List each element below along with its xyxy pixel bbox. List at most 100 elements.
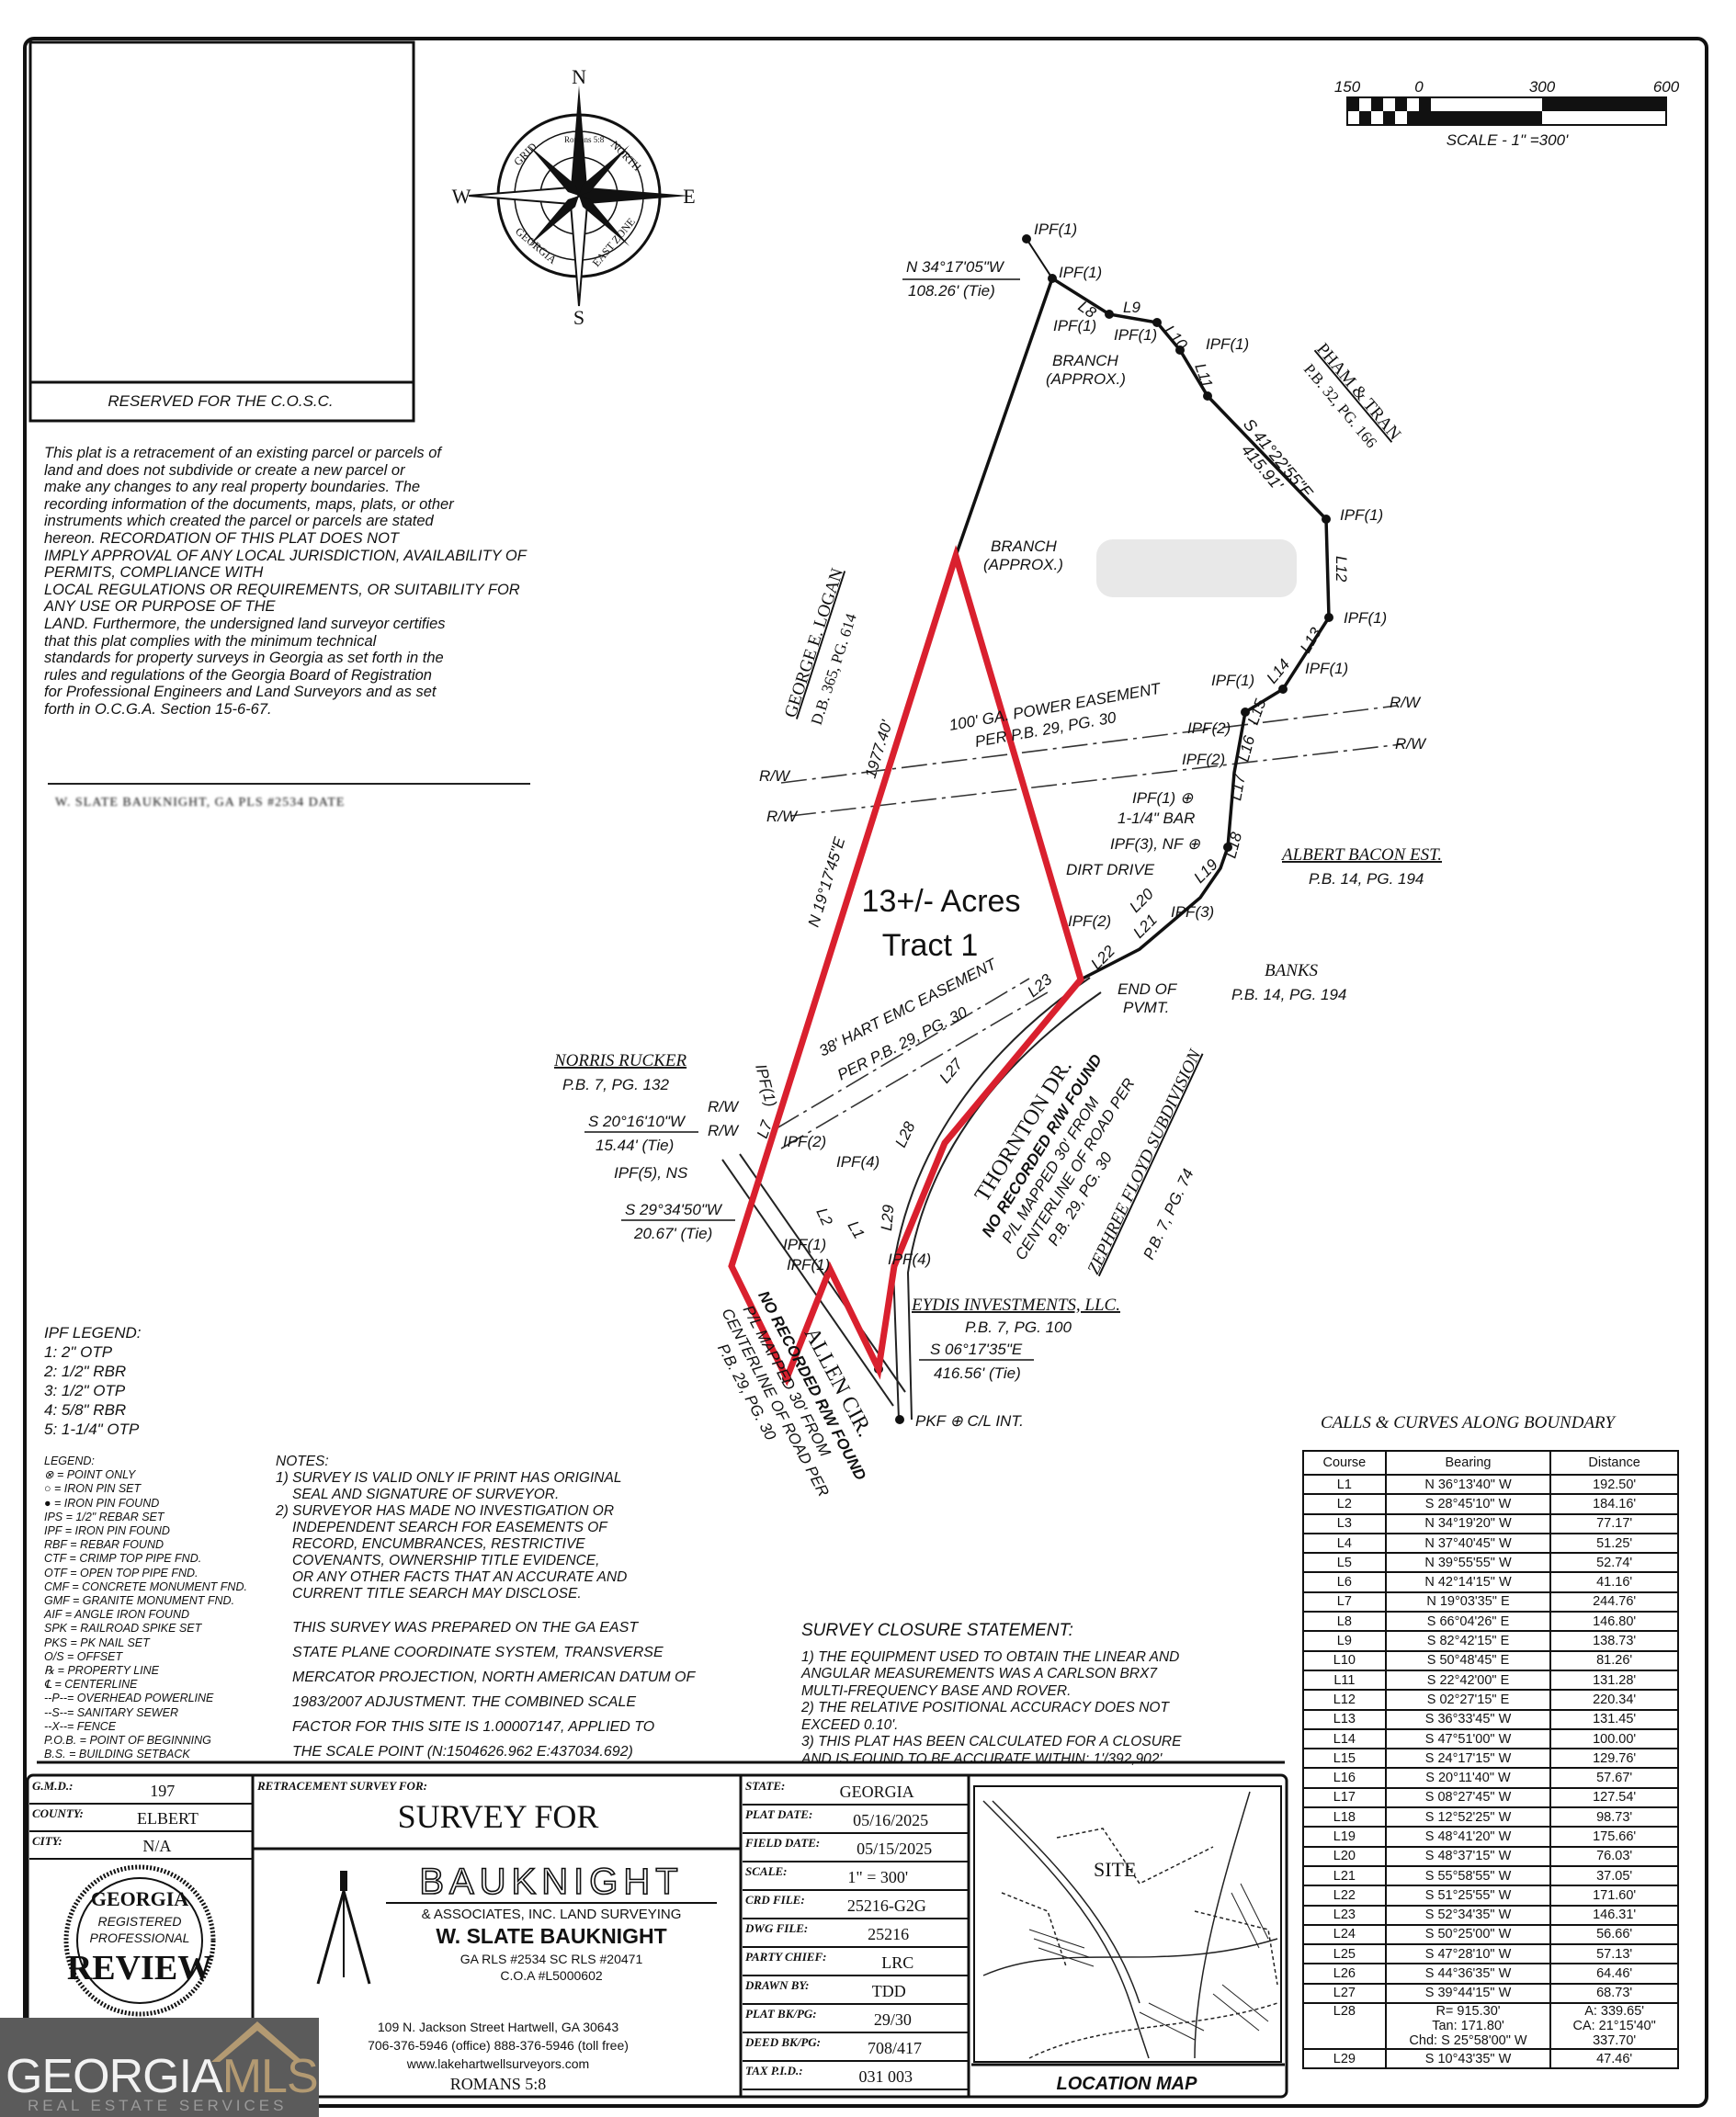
adjoiner-bacon-ref: P.B. 14, PG. 194 [1309, 870, 1424, 888]
cert-line: recording information of the documents, … [44, 495, 454, 513]
distance-cell: 192.50' [1549, 1473, 1679, 1496]
field-label: DRAWN BY: [745, 1978, 810, 1992]
bearing-cell: N 36°13'40" W [1384, 1473, 1552, 1496]
bearing-cell: S 10°43'35" W [1384, 2048, 1552, 2070]
cert-line: rules and regulations of the Georgia Boa… [44, 666, 432, 684]
cert-line: IMPLY APPROVAL OF ANY LOCAL JURISDICTION… [44, 547, 527, 564]
ipf-label: IPF(2) [1182, 751, 1225, 768]
distance-cell: 81.26' [1549, 1649, 1679, 1671]
ipf-legend: IPF LEGEND: 1: 2" OTP 2: 1/2" RBR 3: 1/2… [44, 1323, 142, 1439]
distance-cell: 129.76' [1549, 1748, 1679, 1770]
bearing-cell: S 48°37'15" W [1384, 1845, 1552, 1867]
curve-chord-bearing: Chd: S 25°58'00" W [1409, 2033, 1527, 2049]
surveyor-name: W. SLATE BAUKNIGHT [436, 1924, 667, 1948]
compass-east-zone: EAST ZONE [590, 215, 638, 269]
end-of-pavement-label: END OF [1118, 980, 1178, 998]
rw-label: R/W [766, 808, 799, 825]
course-cell: L3 [1302, 1512, 1387, 1534]
course-cell: L27 [1302, 1982, 1387, 2005]
tie3-bearing: S 29°34'50"W [625, 1201, 723, 1218]
survey-title-area: RETRACEMENT SURVEY FOR: SURVEY FOR [257, 1779, 739, 1836]
note-line: SEAL AND SIGNATURE OF SURVEYOR. [292, 1487, 560, 1502]
cert-line: hereon. RECORDATION OF THIS PLAT DOES NO… [44, 529, 399, 547]
thornton-dr-label: THORNTON DR. NO RECORDED R/W FOUND P/L M… [970, 1051, 1139, 1263]
end-of-pavement-label-2: PVMT. [1123, 999, 1169, 1016]
bearing-cell: S 55°58'55" W [1384, 1864, 1552, 1887]
rw-label: R/W [759, 767, 791, 785]
course-cell: L7 [1302, 1591, 1387, 1613]
field-label: STATE: [745, 1779, 786, 1793]
legend-item: RBF = REBAR FOUND [44, 1538, 164, 1552]
company-website[interactable]: www.lakehartwellsurveyors.com [406, 2056, 590, 2071]
cert-line: PERMITS, COMPLIANCE WITH [44, 564, 264, 582]
distance-cell: 131.45' [1549, 1708, 1679, 1730]
calls-table-title: CALLS & CURVES ALONG BOUNDARY [1321, 1413, 1615, 1432]
compass-s: S [573, 306, 584, 329]
field-label: DEED BK/PG: [745, 2035, 821, 2049]
course-cell: L11 [1302, 1669, 1387, 1692]
note-line: RECORD, ENCUMBRANCES, RESTRICTIVE [292, 1536, 585, 1552]
bearing-cell: N 37°40'45" W [1384, 1532, 1552, 1555]
course-label-l22: L22 [1087, 942, 1118, 973]
company-phone: 706-376-5946 (office) 888-376-5946 (toll… [368, 2038, 629, 2053]
location-map-label: LOCATION MAP [1057, 2074, 1198, 2094]
ipf-label: IPF(1) [1340, 506, 1383, 524]
course-cell: L6 [1302, 1571, 1387, 1593]
ipf-label: IPF(1) [1211, 672, 1254, 689]
legend-item: B.S. = BUILDING SETBACK [44, 1748, 190, 1761]
bearing-cell: S 66°04'26" E [1384, 1611, 1552, 1633]
bearing-cell: S 48°41'20" W [1384, 1826, 1552, 1848]
pkf-label: PKF ⊕ C/L INT. [915, 1412, 1024, 1430]
plat-field-row: PLAT BK/PG:29/30 [743, 2005, 969, 2033]
field-label: PLAT DATE: [745, 1807, 813, 1821]
legend-item: --S--= SANITARY SEWER [44, 1705, 178, 1719]
course-cell: L20 [1302, 1845, 1387, 1867]
closure-line: AND IS FOUND TO BE ACCURATE WITHIN: 1'/3… [801, 1750, 1163, 1767]
tie-line [1026, 238, 1053, 279]
col-bearing: Bearing [1384, 1450, 1552, 1476]
plat-field-row: DRAWN BY:TDD [743, 1976, 969, 2005]
legend-item: GMF = GRANITE MONUMENT FND. [44, 1594, 235, 1608]
course-label-l1: L1 [845, 1218, 868, 1242]
gmd-label: G.M.D.: [32, 1779, 74, 1793]
adjoiner-eydis: EYDIS INVESTMENTS, LLC. [911, 1296, 1120, 1315]
field-label: PLAT BK/PG: [745, 2007, 817, 2021]
course-label-l10: L10 [1161, 322, 1191, 353]
course-cell: L25 [1302, 1943, 1387, 1965]
distance-cell: 98.73' [1549, 1806, 1679, 1828]
closure-line: 1) THE EQUIPMENT USED TO OBTAIN THE LINE… [801, 1648, 1180, 1665]
tract-name: Tract 1 [882, 928, 979, 963]
adjoiner-banks-ref: P.B. 14, PG. 194 [1231, 986, 1346, 1003]
sheet-border [23, 37, 1708, 2108]
survey-closure-statement: SURVEY CLOSURE STATEMENT: 1) THE EQUIPME… [801, 1622, 1181, 1768]
course-label-l9: L9 [1123, 299, 1140, 316]
rw-label: R/W [708, 1122, 740, 1139]
bearing-cell: S 39°44'15" W [1384, 1982, 1552, 2005]
tie2-bearing: S 20°16'10"W [588, 1113, 686, 1130]
tripod-icon [316, 1871, 371, 1985]
compass-romans: Romans 5:8 [564, 135, 605, 144]
course-cell: L17 [1302, 1786, 1387, 1809]
course-cell: L22 [1302, 1885, 1387, 1907]
course-cell: L2 [1302, 1493, 1387, 1515]
symbol-legend: LEGEND: ⊗ = POINT ONLY ○ = IRON PIN SET … [44, 1455, 247, 1761]
cert-line: LAND. Furthermore, the undersigned land … [44, 615, 446, 632]
field-label: DWG FILE: [745, 1921, 809, 1935]
course-cell: L15 [1302, 1748, 1387, 1770]
parent-boundary-line [954, 276, 1331, 981]
distance-cell: 47.46' [1549, 2048, 1679, 2070]
bearing-cell: S 24°17'15" W [1384, 1748, 1552, 1770]
curve-tangent: Tan: 171.80' [1432, 2019, 1504, 2034]
plat-field-row: STATE:GEORGIA [743, 1777, 969, 1806]
notes-title: NOTES: [276, 1454, 329, 1469]
ipf-label: IPF(4) [836, 1153, 879, 1171]
surveyor-logo-block: BAUKNIGHT & ASSOCIATES, INC. LAND SURVEY… [257, 1852, 739, 2095]
bearing-cell: N 42°14'15" W [1384, 1571, 1552, 1593]
cosc-box: RESERVED FOR THE C.O.S.C. [28, 40, 415, 423]
